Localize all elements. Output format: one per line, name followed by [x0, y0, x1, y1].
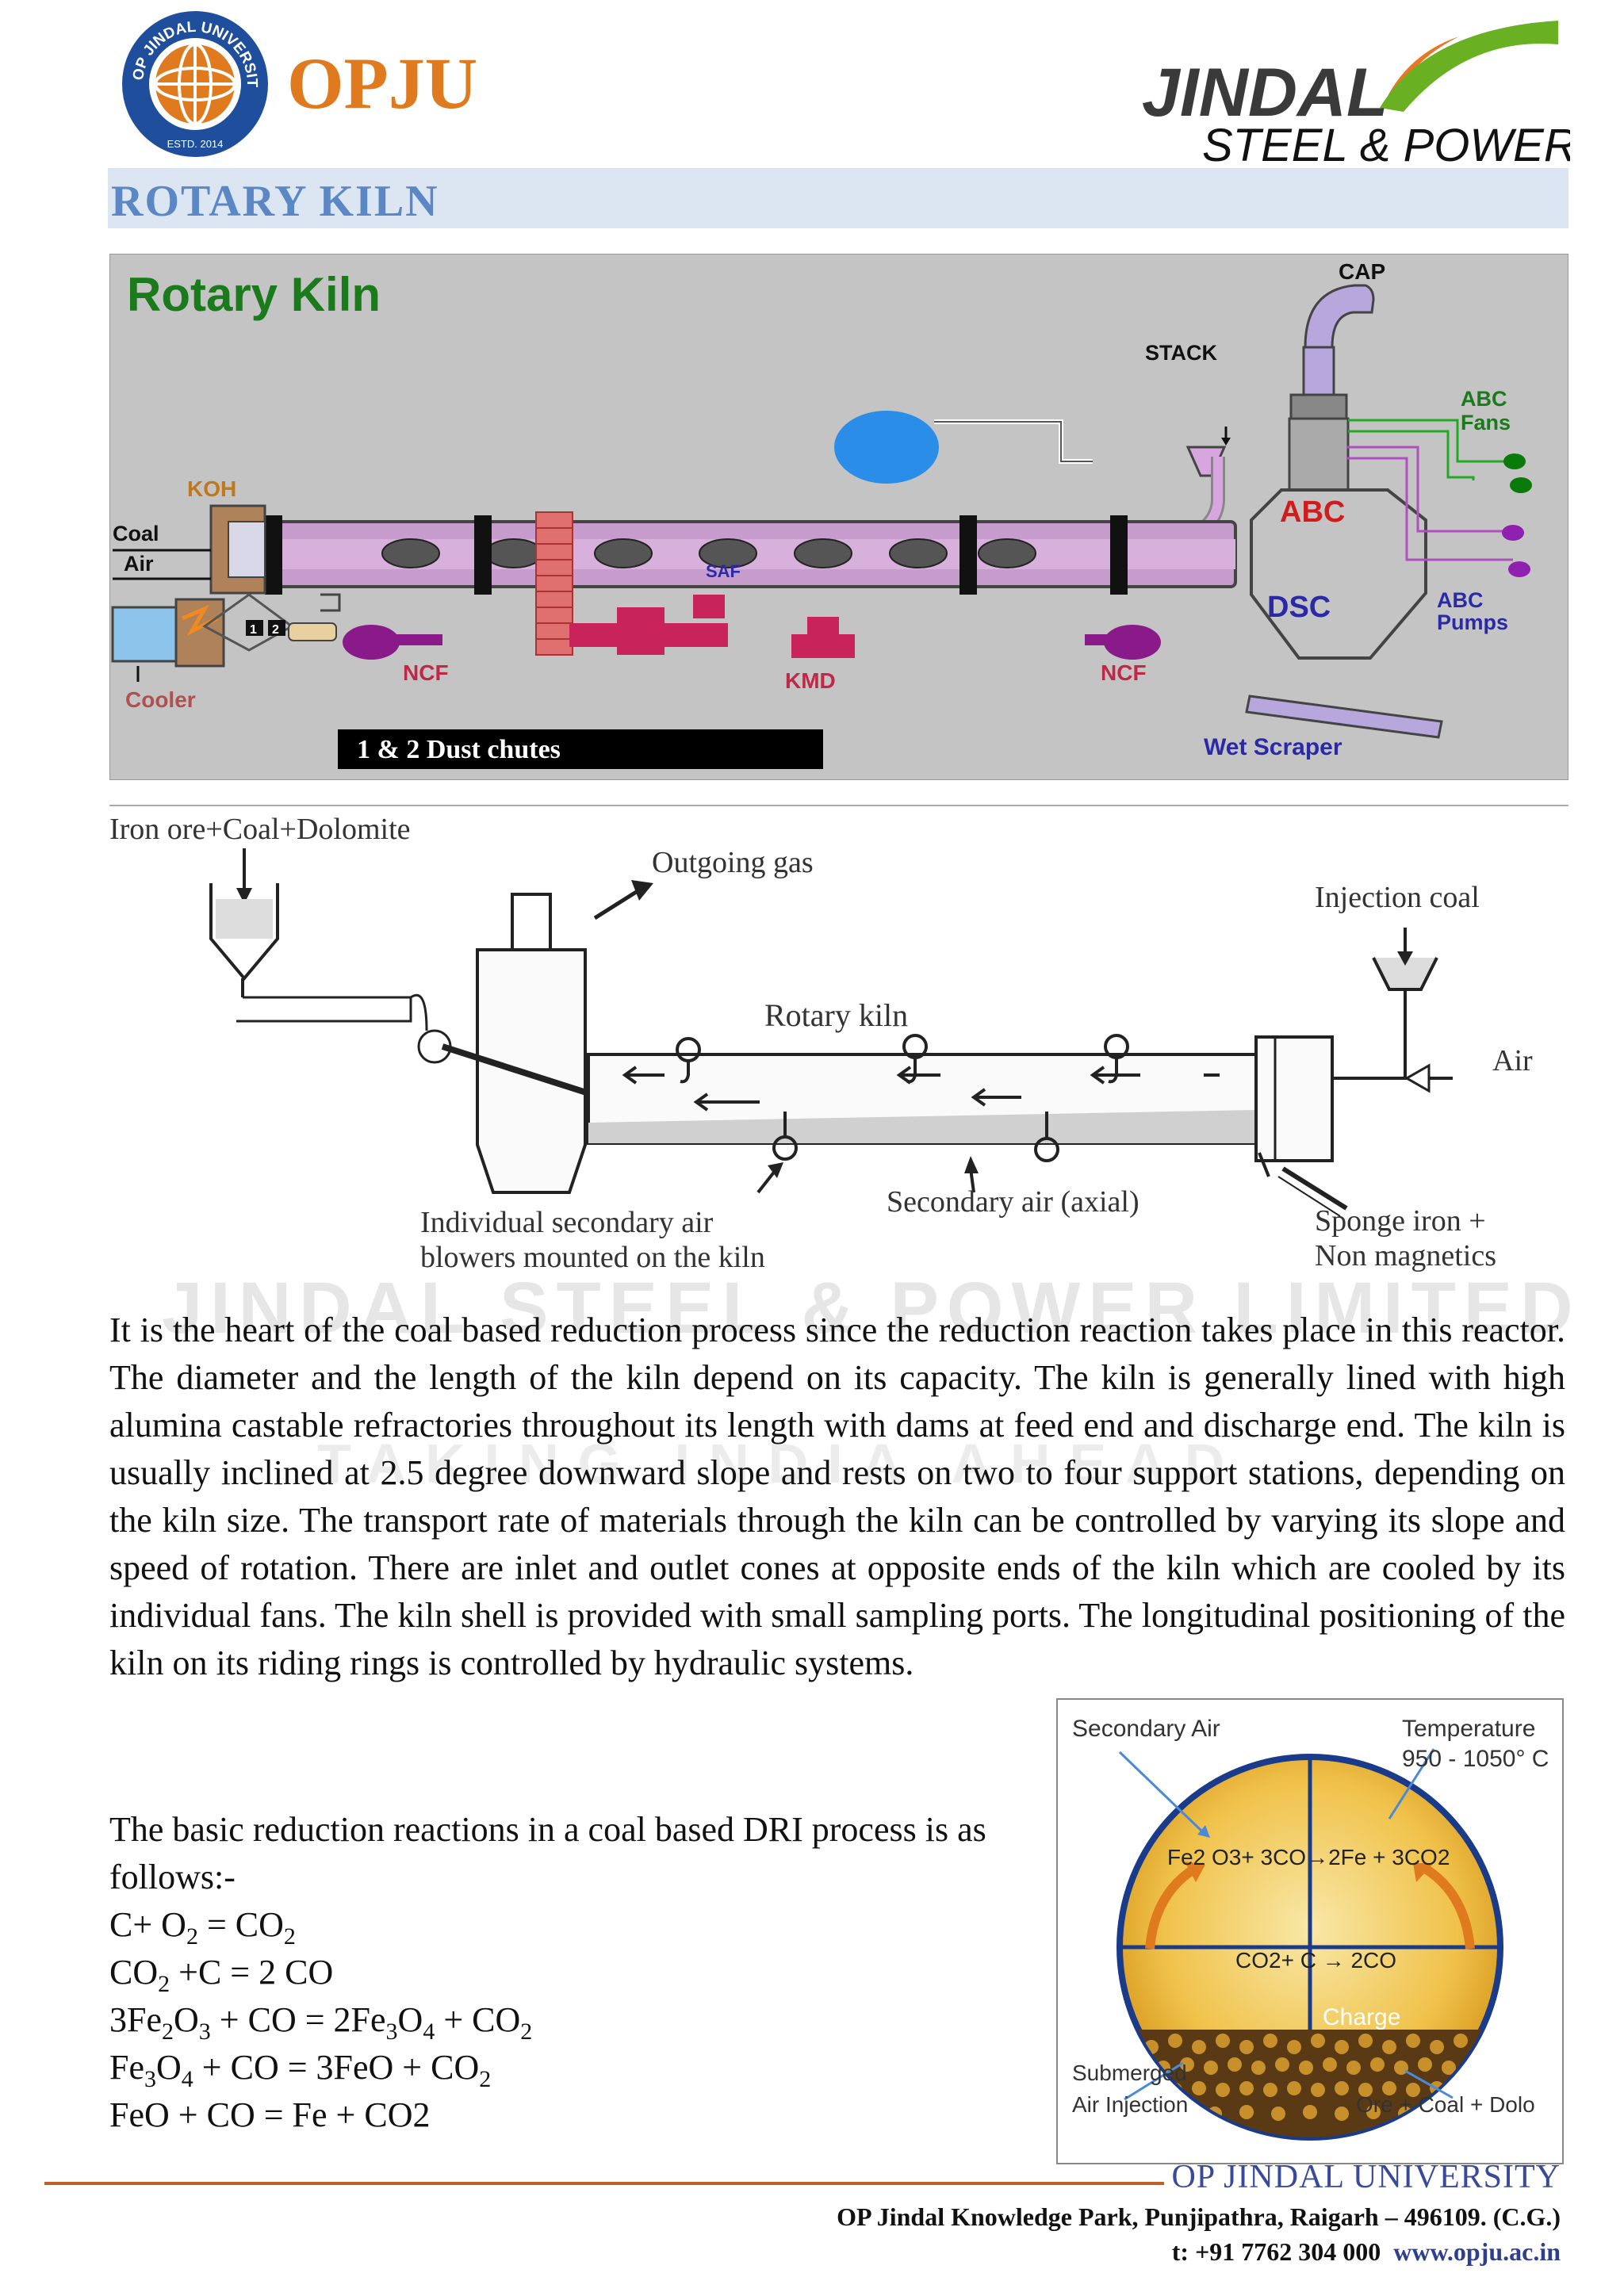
reactions-intro: The basic reduction reactions in a coal … — [109, 1810, 986, 1896]
fig1-coal: Coal — [113, 522, 159, 545]
fig1-stack: STACK — [1145, 341, 1217, 365]
fig1-kmd: KMD — [785, 668, 836, 693]
fig1-cooler: Cooler — [125, 687, 196, 712]
page-title-bar: ROTARY KILN — [108, 168, 1568, 228]
jspl-logo-line2: STEEL & POWER — [1202, 120, 1570, 171]
fig1-abc-fans-2: Fans — [1461, 411, 1511, 434]
footer-contact: t: +91 7762 304 000 www.opju.ac.in — [1172, 2237, 1561, 2267]
fig2-blowers-1: Individual secondary air — [420, 1206, 714, 1239]
fig3-ore-mix: Ore + Coal + Dolo — [1356, 2092, 1535, 2117]
footer-university: OP JINDAL UNIVERSITY — [1171, 2159, 1561, 2195]
page-title: ROTARY KILN — [111, 177, 439, 226]
fig1-ncf-right: NCF — [1101, 660, 1147, 685]
fig1-chute-2: 2 — [272, 623, 279, 637]
fig1-title: Rotary Kiln — [127, 268, 381, 321]
fig1-dsc: DSC — [1267, 591, 1331, 624]
fig3-reaction-1: Fe2 O3+ 3CO→2Fe + 3CO2 — [1167, 1845, 1450, 1869]
logo-estd: ESTD. 2014 — [167, 138, 224, 150]
fig3-temp-range: 950 - 1050° C — [1402, 1746, 1549, 1772]
fig2-blowers-2: blowers mounted on the kiln — [420, 1241, 765, 1274]
reaction-equation: C+ O2 = CO2 — [109, 1905, 296, 1950]
fig2-secondary-air: Secondary air (axial) — [887, 1185, 1139, 1219]
jspl-logo-line1: JINDAL — [1142, 55, 1388, 131]
fig1-abc-fans-1: ABC — [1461, 387, 1507, 411]
reaction-equation: CO2 +C = 2 CO — [109, 1953, 334, 1997]
fig1-air: Air — [124, 552, 154, 576]
figure-rotary-kiln-schematic: Rotary Kiln CAP STACK ABC DSC ABC Fans A… — [109, 253, 1569, 781]
opju-logo: OP JINDAL UNIVERSITY ESTD. 2014 OPJU — [114, 0, 492, 157]
fig1-chute-1: 1 — [250, 623, 257, 637]
fig1-koh: KOH — [187, 476, 236, 501]
fig2-outgoing-gas: Outgoing gas — [652, 846, 814, 879]
footer-address: OP Jindal Knowledge Park, Punjipathra, R… — [837, 2202, 1561, 2231]
reactions-block: The basic reduction reactions in a coal … — [109, 1806, 1029, 2139]
fig1-ncf-left: NCF — [403, 660, 449, 685]
fig3-reaction-2: CO2+ C → 2CO — [1235, 1948, 1396, 1973]
fig1-cap: CAP — [1339, 259, 1385, 284]
fig1-dust-chutes: 1 & 2 Dust chutes — [357, 735, 561, 764]
fig1-saf: SAF — [706, 561, 741, 581]
fig2-rotary-kiln: Rotary kiln — [764, 997, 908, 1033]
fig2-injection-coal: Injection coal — [1315, 881, 1480, 914]
fig1-abc-pumps-1: ABC — [1437, 588, 1484, 612]
opju-logo-text: OPJU — [287, 43, 477, 124]
fig3-submerged-1: Submerged — [1072, 2061, 1187, 2085]
jspl-logo: JINDAL STEEL & POWER — [1126, 5, 1577, 171]
reaction-equation: 3Fe2O3 + CO = 2Fe3O4 + CO2 — [109, 2000, 533, 2045]
fig1-abc-pumps-2: Pumps — [1437, 610, 1508, 634]
figure-rotary-kiln-process: Iron ore+Coal+Dolomite Outgoing gas Rota… — [109, 796, 1568, 1288]
fig2-feed: Iron ore+Coal+Dolomite — [109, 813, 411, 846]
fig3-temperature: Temperature — [1402, 1716, 1535, 1742]
footer-website-link[interactable]: www.opju.ac.in — [1393, 2237, 1561, 2266]
watermark-tagline: TAKING INDIA AHEAD — [317, 1433, 1244, 1494]
fig2-sponge-1: Sponge iron + — [1315, 1204, 1486, 1238]
fig3-secondary-air: Secondary Air — [1072, 1716, 1220, 1742]
watermark-company: JINDAL STEEL & POWER LIMITED — [162, 1268, 1581, 1349]
footer-tel: t: +91 7762 304 000 — [1171, 2237, 1381, 2266]
reaction-equation: Fe3O4 + CO = 3FeO + CO2 — [109, 2048, 492, 2092]
fig2-air: Air — [1492, 1044, 1533, 1077]
fig1-wet-scraper: Wet Scraper — [1204, 734, 1342, 760]
figure-kiln-cross-section: Secondary Air Temperature 950 - 1050° C … — [1056, 1698, 1564, 2164]
reaction-equation: FeO + CO = Fe + CO2 — [109, 2095, 431, 2134]
body-paragraph: It is the heart of the coal based reduct… — [109, 1311, 1565, 1682]
fig3-charge: Charge — [1323, 2004, 1400, 2030]
fig3-submerged-2: Air Injection — [1072, 2092, 1188, 2117]
fig1-abc: ABC — [1280, 496, 1345, 529]
footer-rule — [44, 2182, 1164, 2185]
fig2-sponge-2: Non magnetics — [1315, 1239, 1496, 1272]
